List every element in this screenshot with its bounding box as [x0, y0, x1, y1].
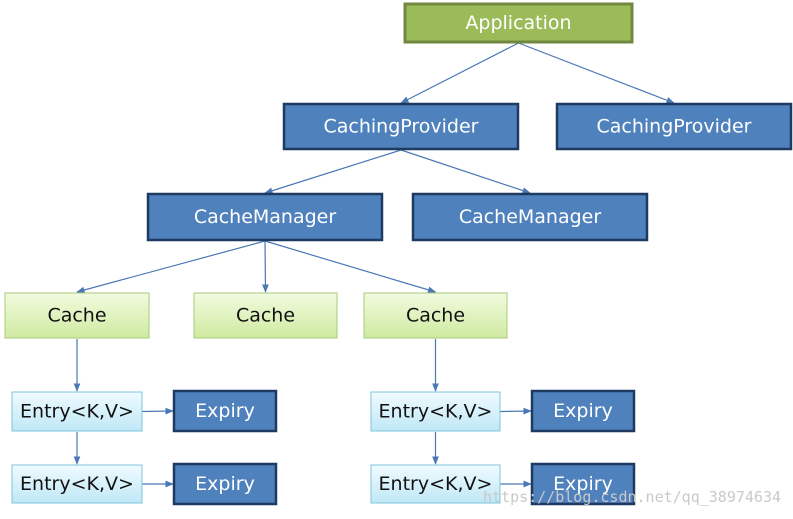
cache-label-1: Cache [47, 305, 106, 327]
caching-provider-label-1: CachingProvider [323, 116, 478, 138]
cache-label-2: Cache [236, 305, 295, 327]
caching-provider-label-2: CachingProvider [596, 116, 751, 138]
entry-label-1: Entry<K,V> [20, 401, 134, 423]
cache-node-3: Cache [363, 292, 508, 339]
edges-layer [73, 42, 675, 488]
application-label: Application [465, 12, 571, 34]
edge-arrow-5 [76, 240, 266, 294]
edge-arrow-6 [262, 240, 269, 293]
expiry-node-2: Expiry [172, 462, 278, 506]
entry-label-4: Entry<K,V> [379, 473, 493, 495]
expiry-node-4: Expiry [530, 462, 636, 506]
entry-label-2: Entry<K,V> [20, 473, 134, 495]
expiry-node-1: Expiry [172, 389, 278, 433]
edge-arrow-7 [264, 240, 437, 294]
cache-manager-node-2: CacheManager [411, 192, 649, 242]
expiry-label-3: Expiry [553, 400, 613, 422]
edge-arrow-2 [518, 42, 675, 104]
edge-arrow-3 [264, 149, 402, 194]
cache-label-3: Cache [406, 305, 465, 327]
cache-node-1: Cache [4, 292, 150, 339]
entry-node-1: Entry<K,V> [11, 391, 143, 432]
entry-label-3: Entry<K,V> [379, 401, 493, 423]
expiry-label-4: Expiry [553, 473, 613, 495]
cache-node-2: Cache [193, 292, 338, 339]
cache-manager-label-2: CacheManager [459, 206, 602, 228]
edge-arrow-12 [141, 407, 174, 415]
edge-arrow-4 [400, 149, 531, 194]
edge-arrow-1 [400, 42, 519, 104]
caching-provider-node-1: CachingProvider [282, 102, 520, 151]
entry-node-3: Entry<K,V> [370, 391, 501, 432]
expiry-label-1: Expiry [195, 400, 255, 422]
entry-node-4: Entry<K,V> [370, 464, 501, 504]
nodes-layer: Application CachingProvider CachingProvi… [4, 2, 793, 506]
edge-arrow-14 [499, 407, 532, 415]
expiry-label-2: Expiry [195, 473, 255, 495]
application-node: Application [403, 2, 634, 44]
cache-manager-node-1: CacheManager [146, 192, 384, 242]
watermark-text: https://blog.csdn.net/qq_38974634 [483, 488, 781, 506]
caching-provider-node-2: CachingProvider [555, 102, 793, 151]
entry-node-2: Entry<K,V> [11, 464, 143, 504]
expiry-node-3: Expiry [530, 389, 636, 433]
cache-manager-label-1: CacheManager [194, 206, 337, 228]
